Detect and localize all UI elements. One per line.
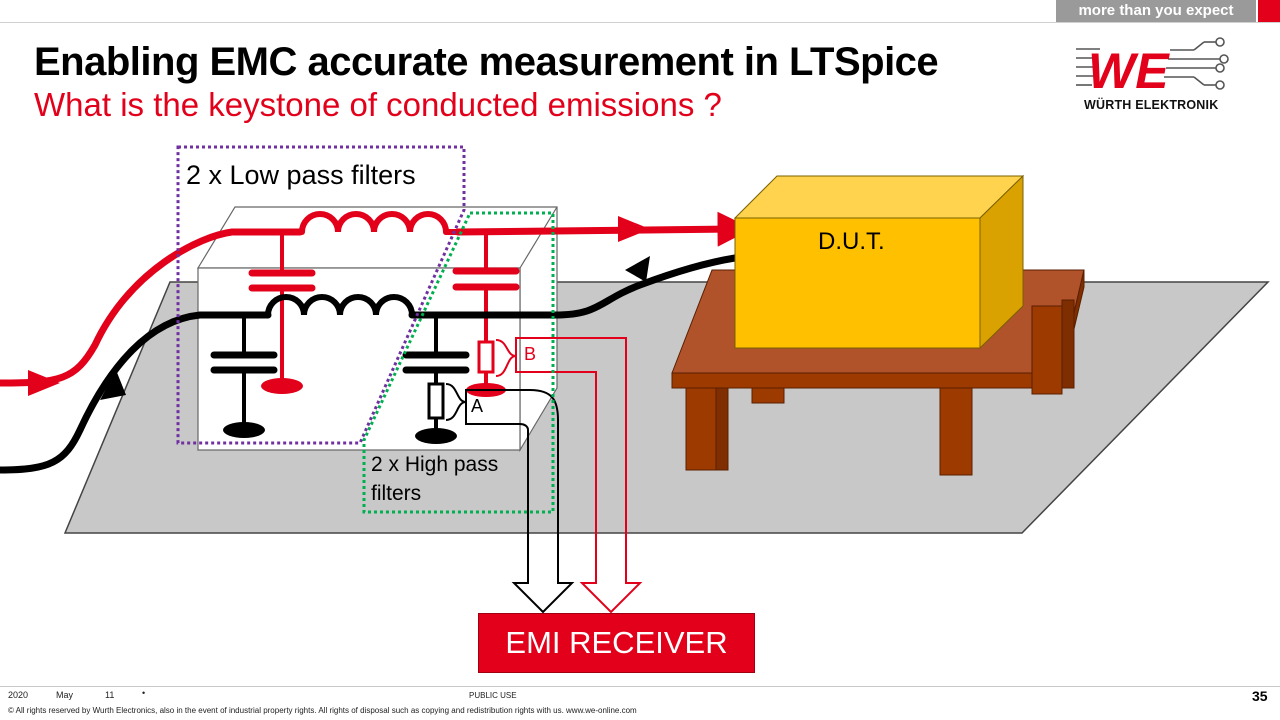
red-conductor: [0, 211, 753, 388]
footer-rule: [0, 686, 1280, 687]
footer-copyright: © All rights reserved by Wurth Electroni…: [8, 706, 637, 715]
we-logo-mark: WE: [1088, 43, 1170, 99]
low-pass-filter-outline: [176, 145, 466, 445]
resistor-black: [427, 382, 445, 420]
footer-month: May: [56, 690, 74, 700]
test-point-b-label: B: [524, 344, 537, 364]
ground-terminal-black-left: [223, 422, 265, 438]
tagline-accent: [1258, 0, 1280, 22]
page-subtitle: What is the keystone of conducted emissi…: [34, 86, 722, 123]
test-point-a-label: A: [471, 396, 484, 416]
page-title: Enabling EMC accurate measurement in LTS…: [34, 40, 939, 84]
footer-bullet: •: [142, 688, 146, 698]
outgoing-red-arrowhead: [618, 216, 650, 242]
ground-terminal-red-left: [261, 378, 303, 394]
logo-company-name: WÜRTH ELEKTRONIK: [1084, 98, 1219, 112]
low-pass-filter-label: 2 x Low pass filters: [186, 160, 416, 190]
footer-day: 11: [105, 690, 115, 700]
high-pass-filter-outline: [362, 211, 555, 514]
footer-classification: PUBLIC USE: [469, 691, 517, 700]
dut-box: [733, 174, 1025, 350]
outgoing-black-arrowhead: [625, 256, 650, 282]
receiver-path-b: [515, 337, 643, 614]
ground-terminal-black-right: [415, 428, 457, 444]
we-logo: WE: [1076, 37, 1229, 99]
black-conductor: [0, 254, 739, 474]
footer-year: 2020: [8, 690, 29, 700]
receiver-path-a: [465, 389, 575, 614]
resistor-red: [477, 340, 495, 374]
incoming-black-arrowhead: [100, 370, 126, 400]
incoming-red-arrowhead: [28, 370, 60, 396]
dut-label: D.U.T.: [818, 228, 885, 255]
page-number: 35: [1252, 688, 1268, 704]
tagline: more than you expect: [1056, 0, 1256, 22]
header-rule: [0, 22, 1280, 23]
high-pass-filter-label: 2 x High pass filters: [371, 453, 499, 505]
emi-receiver-box: EMI RECEIVER: [478, 613, 755, 673]
